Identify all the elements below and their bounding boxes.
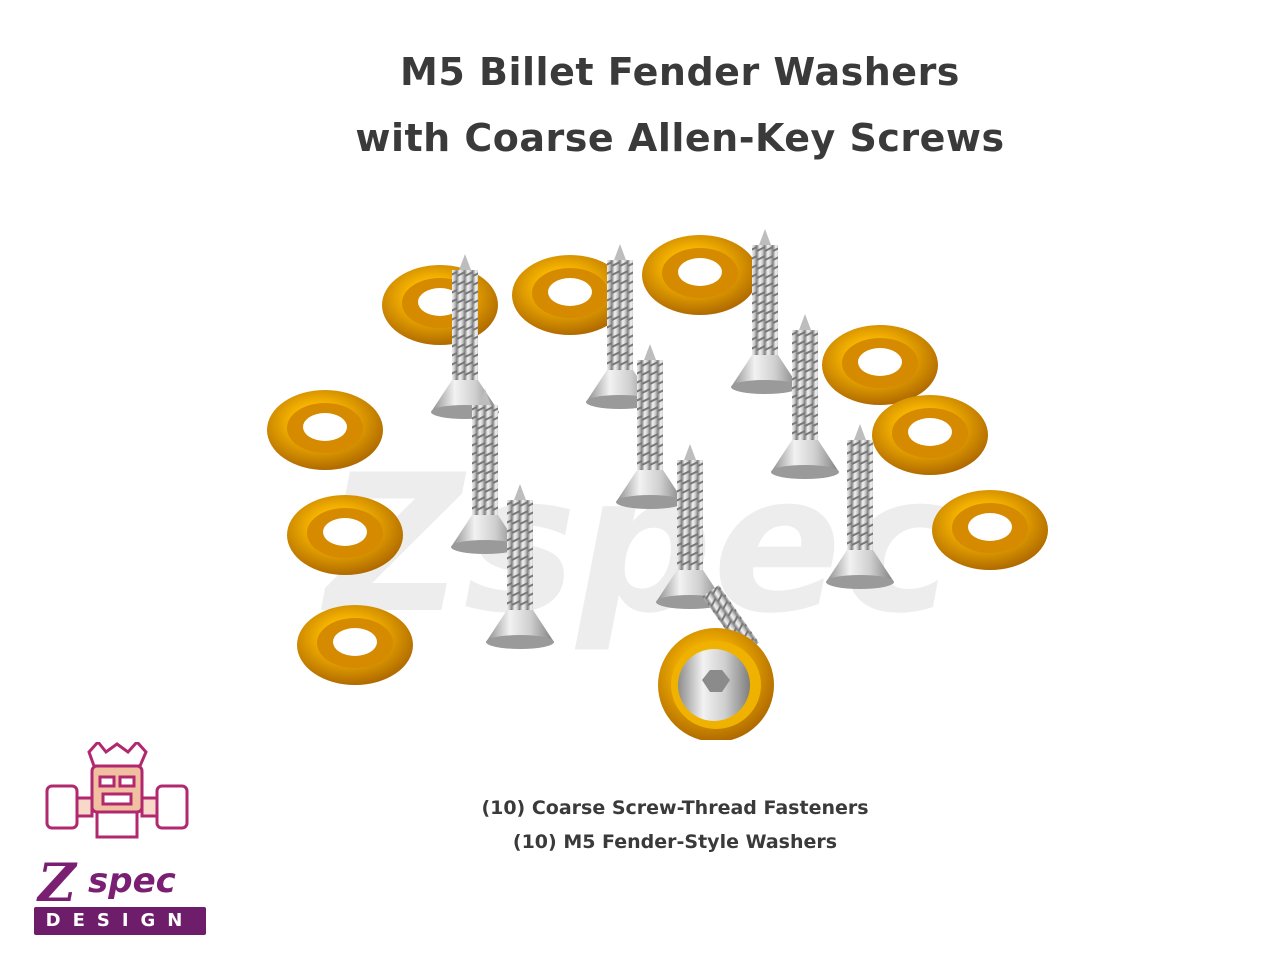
washer xyxy=(642,235,758,315)
washer xyxy=(287,495,403,575)
washer xyxy=(297,605,413,685)
assembled-screw-and-washer xyxy=(658,585,774,740)
washer xyxy=(872,395,988,475)
page-title-line-1: M5 Billet Fender Washers xyxy=(400,50,960,94)
washer xyxy=(382,265,498,345)
package-contents-line-2: (10) M5 Fender-Style Washers xyxy=(512,831,838,853)
logo-z: Z xyxy=(38,853,76,914)
mascot-logo xyxy=(45,742,189,839)
logo-design-badge: DESIGN xyxy=(34,907,206,935)
package-contents-line-1: (10) Coarse Screw-Thread Fasteners xyxy=(481,797,869,819)
zspec-design-logo: Z spec DESIGN xyxy=(30,853,210,940)
page-title-line-2: with Coarse Allen-Key Screws xyxy=(355,116,1005,160)
washer xyxy=(267,390,383,470)
product-photo: Zspec xyxy=(267,229,1048,740)
washer xyxy=(932,490,1048,570)
washer xyxy=(822,325,938,405)
logo-spec: spec xyxy=(88,861,176,901)
